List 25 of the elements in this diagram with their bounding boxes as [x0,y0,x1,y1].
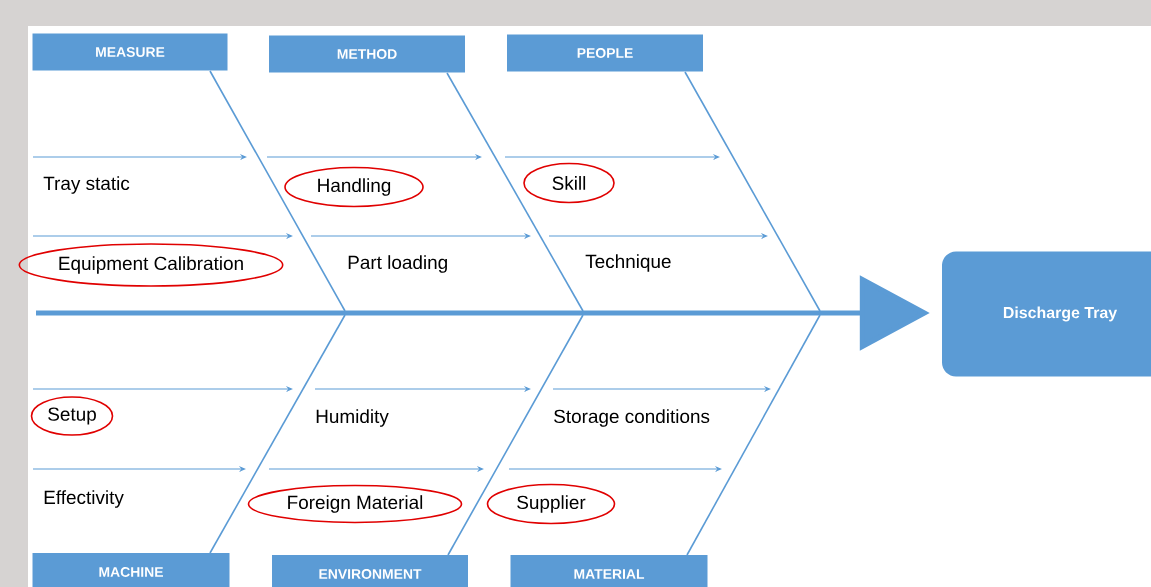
fishbone-line [686,314,821,556]
category-box: PEOPLE [507,34,703,72]
fishbone-line [209,314,346,554]
effect-box: Discharge Tray [942,251,1151,377]
circled-cause: Setup [30,396,114,436]
circled-cause: Foreign Material [247,484,463,524]
category-box: MACHINE [32,553,230,587]
fishbone-line [684,71,821,312]
circled-cause: Supplier [486,483,616,525]
circled-cause: Skill [523,162,615,204]
circled-cause: Handling [284,166,424,208]
fishbone-line [209,70,346,312]
cause-label: Storage conditions [554,409,710,427]
fishbone-line [446,72,584,312]
category-box: METHOD [269,35,465,73]
category-box: ENVIRONMENT [272,555,468,587]
category-box: MEASURE [32,33,228,71]
cause-label: Technique [585,254,671,272]
category-box: MATERIAL [510,555,708,587]
fishbone-line [447,314,584,556]
cause-label: Tray static [43,176,130,194]
cause-label: Part loading [348,255,447,273]
cause-label: Effectivity [44,490,124,508]
circled-cause: Equipment Calibration [18,243,284,287]
cause-label: Humidity [316,409,389,427]
